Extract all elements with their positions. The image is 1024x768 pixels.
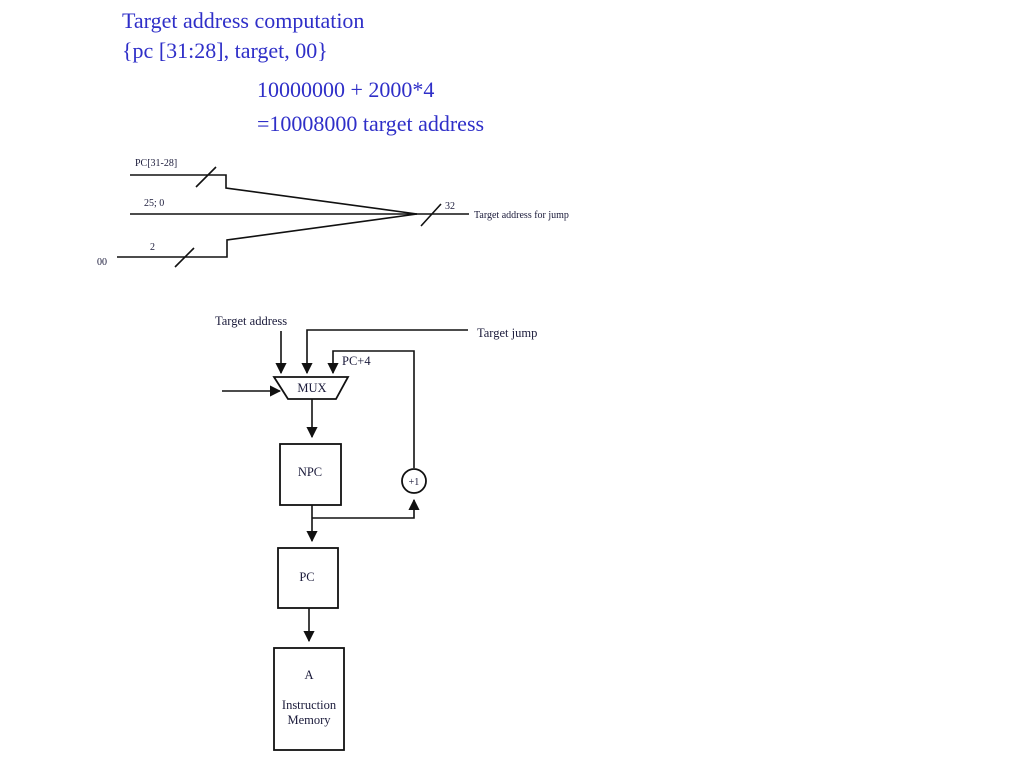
target-jump-wire bbox=[301, 329, 468, 375]
concat-formula: {pc [31:28], target, 00} bbox=[122, 38, 328, 63]
pc-label: PC bbox=[299, 570, 314, 584]
pc-plus4-wire bbox=[327, 350, 415, 468]
calculation-line-2: =10008000 target address bbox=[257, 111, 485, 136]
pc-plus4-label: PC+4 bbox=[342, 354, 371, 368]
pc-bits-width-slash bbox=[195, 166, 217, 188]
target-jump-label: Target jump bbox=[477, 326, 537, 340]
pc-bits-wire bbox=[130, 174, 418, 215]
zero-bits-count-label: 2 bbox=[150, 242, 155, 253]
output-width-label: 32 bbox=[445, 201, 455, 212]
npc-block bbox=[279, 443, 342, 506]
concat-diagram: PC[31-28] 25; 0 2 00 32 Target address f… bbox=[97, 158, 569, 268]
pc-block bbox=[277, 547, 339, 609]
instruction-memory-label-1: Instruction bbox=[282, 698, 337, 712]
pc-bits-label: PC[31-28] bbox=[135, 158, 177, 169]
target-bits-label: 25; 0 bbox=[144, 198, 164, 209]
mux-label: MUX bbox=[297, 381, 326, 395]
incrementer-circle bbox=[401, 468, 427, 494]
zero-bits-width-slash bbox=[174, 247, 195, 268]
output-label: Target address for jump bbox=[474, 210, 569, 221]
instruction-memory-port-a: A bbox=[304, 668, 313, 682]
zero-bits-wire bbox=[117, 213, 418, 258]
target-address-label: Target address bbox=[215, 314, 287, 328]
calculation-line-1: 10000000 + 2000*4 bbox=[257, 77, 435, 102]
slide-title: Target address computation bbox=[122, 8, 365, 33]
output-width-slash bbox=[420, 203, 442, 227]
npc-label: NPC bbox=[298, 465, 322, 479]
zero-bits-value-label: 00 bbox=[97, 257, 107, 268]
instruction-memory-label-2: Memory bbox=[287, 713, 331, 727]
datapath-diagram: Target address Target jump PC+4 MUX NPC … bbox=[215, 314, 537, 751]
npc-to-incrementer-wire bbox=[312, 498, 420, 519]
mux-block bbox=[272, 376, 350, 400]
incrementer-label: +1 bbox=[409, 477, 420, 488]
instruction-memory-block bbox=[273, 647, 345, 751]
